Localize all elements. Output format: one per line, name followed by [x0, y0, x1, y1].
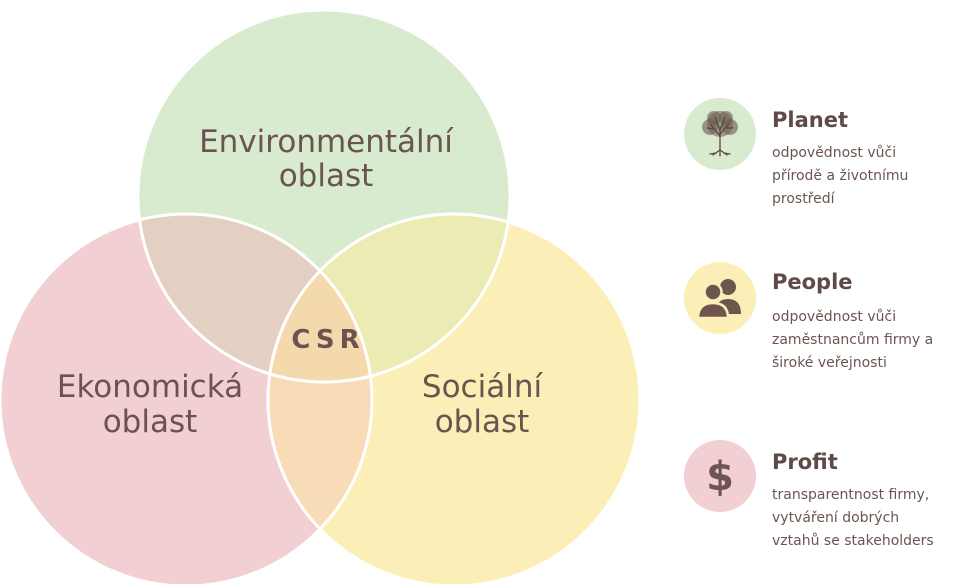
profit-icon-circle: $	[684, 440, 756, 512]
env-social-overlap	[268, 214, 510, 382]
economic-label-line2: oblast	[103, 404, 198, 440]
economic-outline	[0, 212, 374, 584]
people-title: People	[772, 270, 853, 294]
social-label-line2: oblast	[435, 404, 530, 440]
planet-icon-circle	[684, 98, 756, 170]
planet-description: odpovědnost vůči přírodě a životnímu pro…	[772, 145, 909, 207]
dollar-icon: $	[706, 454, 734, 500]
tree-icon	[702, 111, 738, 157]
environmental-label-line2: oblast	[279, 158, 374, 194]
csr-venn-diagram: Environmentální oblast Ekonomická oblast…	[0, 8, 642, 584]
csr-label: CSR	[291, 325, 364, 355]
people-icon	[696, 279, 741, 320]
people-icon-circle	[684, 262, 756, 334]
legend-item-planet: Planet odpovědnost vůči přírodě a životn…	[684, 98, 968, 218]
environmental-label-line1: Environmentální	[199, 124, 454, 160]
planet-title: Planet	[772, 108, 848, 132]
legend-item-profit: $ Profit transparentnost firmy, vytvářen…	[684, 440, 968, 570]
environmental-outline	[136, 8, 512, 384]
social-label-line1: Sociální	[422, 369, 544, 405]
economic-label-line1: Ekonomická	[57, 369, 243, 405]
profit-description: transparentnost firmy, vytváření dobrých…	[772, 487, 934, 549]
env-econ-overlap	[138, 214, 372, 382]
legend-item-people: People odpovědnost vůči zaměstnancům fir…	[684, 262, 968, 382]
profit-title: Profit	[772, 450, 838, 474]
people-description: odpovědnost vůči zaměstnancům firmy a ši…	[772, 309, 934, 371]
social-outline	[266, 212, 642, 584]
svg-text:$: $	[706, 454, 734, 500]
